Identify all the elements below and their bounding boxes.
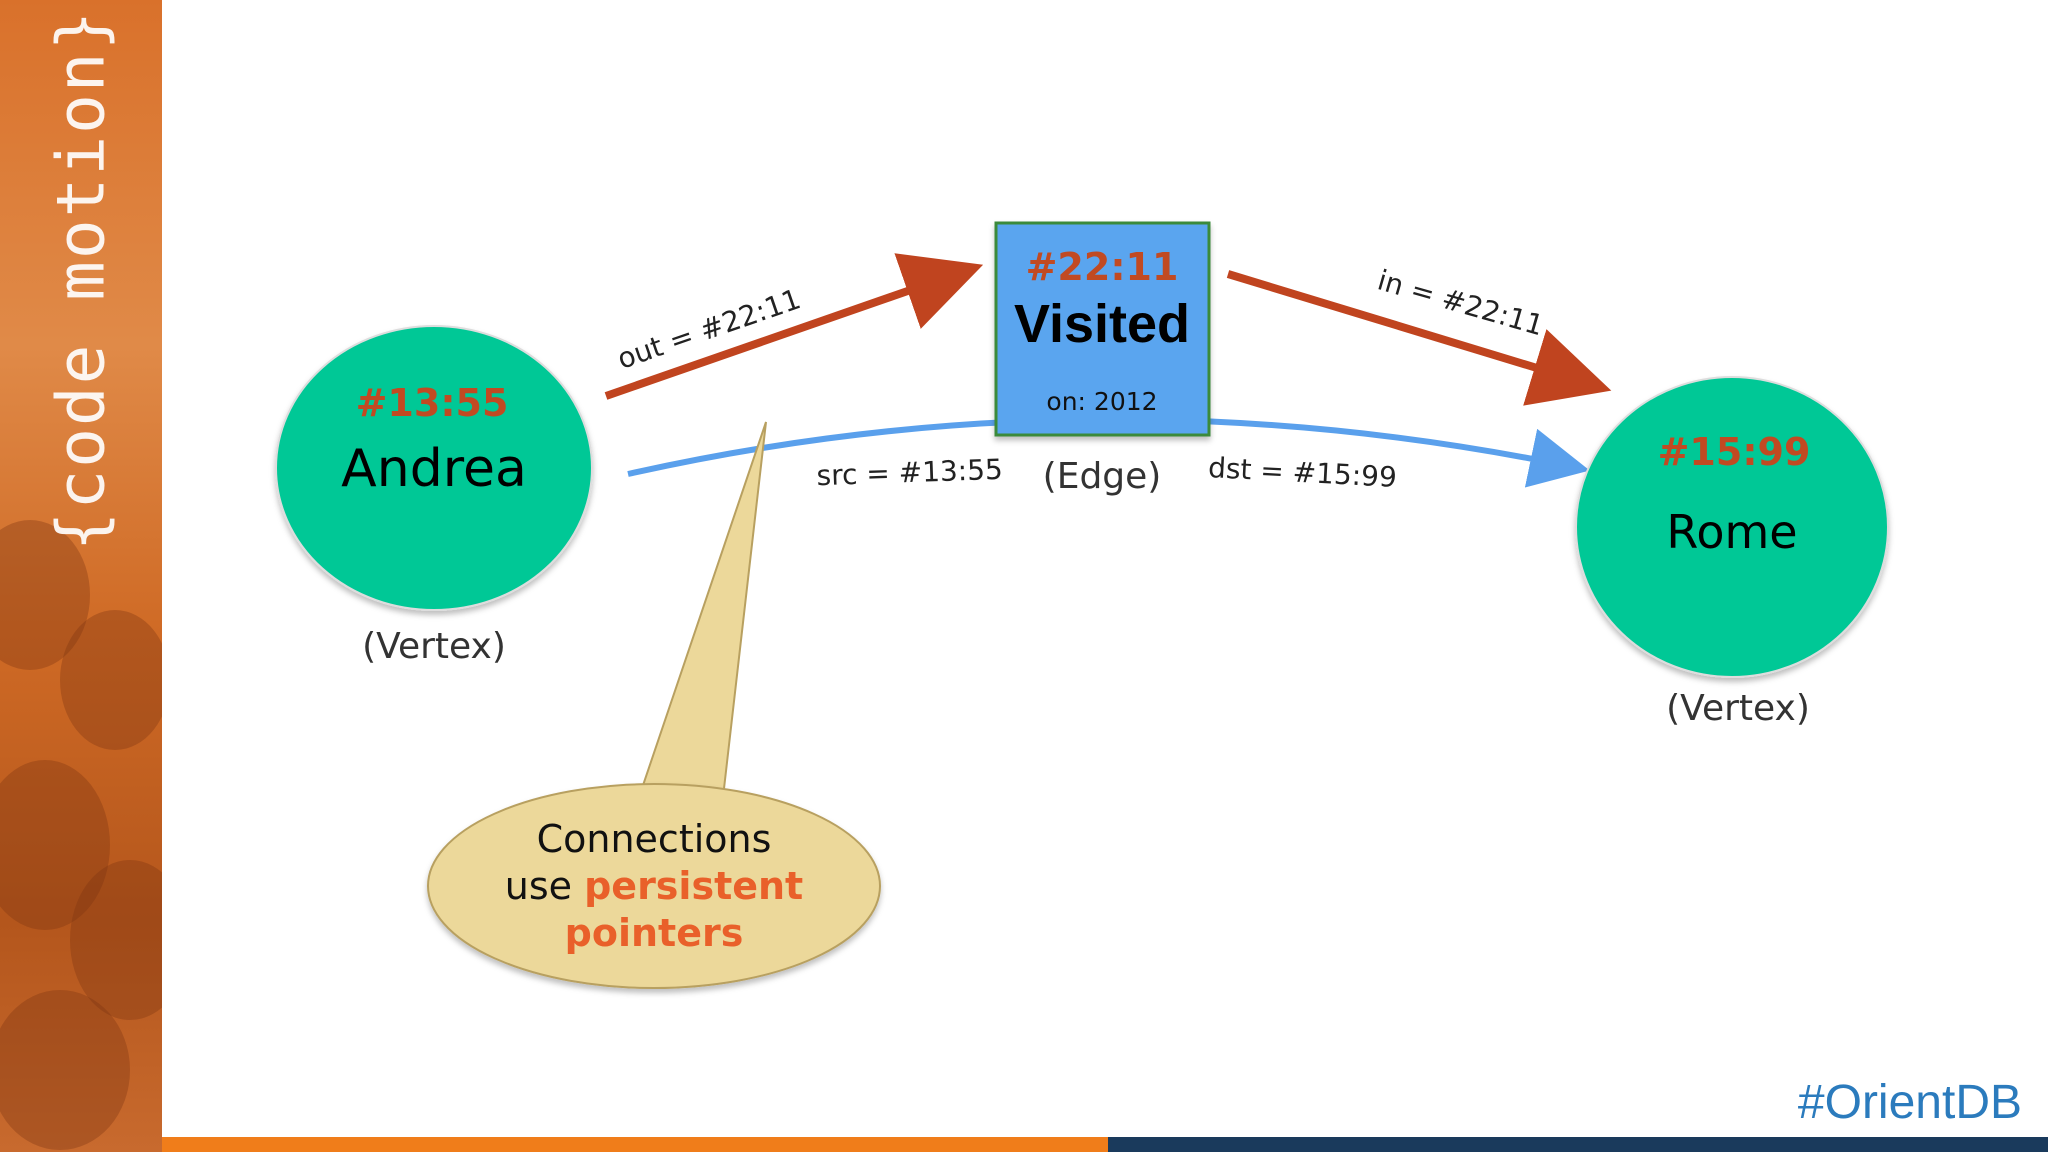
callout-bubble: Connections use persistent pointers [427,421,881,989]
vertex-rome-caption: (Vertex) [1666,688,1810,729]
edge-visited: #22:11 Visited on: 2012 [994,221,1211,437]
footer-bar-orange [162,1137,1108,1152]
src-pointer-label: src = #13:55 [816,453,1003,492]
out-arrow [604,253,984,400]
footer-bar-navy [1108,1137,2048,1152]
callout-line-2: use persistent [505,864,803,908]
hashtag-label: #OrientDB [1797,1076,2022,1129]
vertex-andrea: #13:55 Andrea [275,325,593,611]
edge-caption: (Edge) [1043,456,1162,497]
vertex-andrea-name: Andrea [341,439,527,499]
sidebar-banner: {code motion} [0,0,162,1152]
callout-line-1: Connections [537,817,772,861]
in-arrow [1226,270,1612,406]
vertex-rome-id: #15:99 [1658,430,1811,474]
callout-line-3: pointers [565,911,744,955]
edge-property: on: 2012 [1046,387,1157,416]
callout-line-2-emphasis: persistent [584,864,803,908]
dst-pointer-label: dst = #15:99 [1207,451,1397,494]
edge-label: Visited [1014,294,1190,354]
edge-id: #22:11 [1026,245,1179,289]
vertex-andrea-id: #13:55 [356,381,509,425]
vertex-rome-name: Rome [1666,505,1797,559]
vertex-andrea-caption: (Vertex) [362,626,506,667]
callout-line-2-plain: use [505,864,584,908]
vertex-rome: #15:99 Rome [1575,376,1889,678]
